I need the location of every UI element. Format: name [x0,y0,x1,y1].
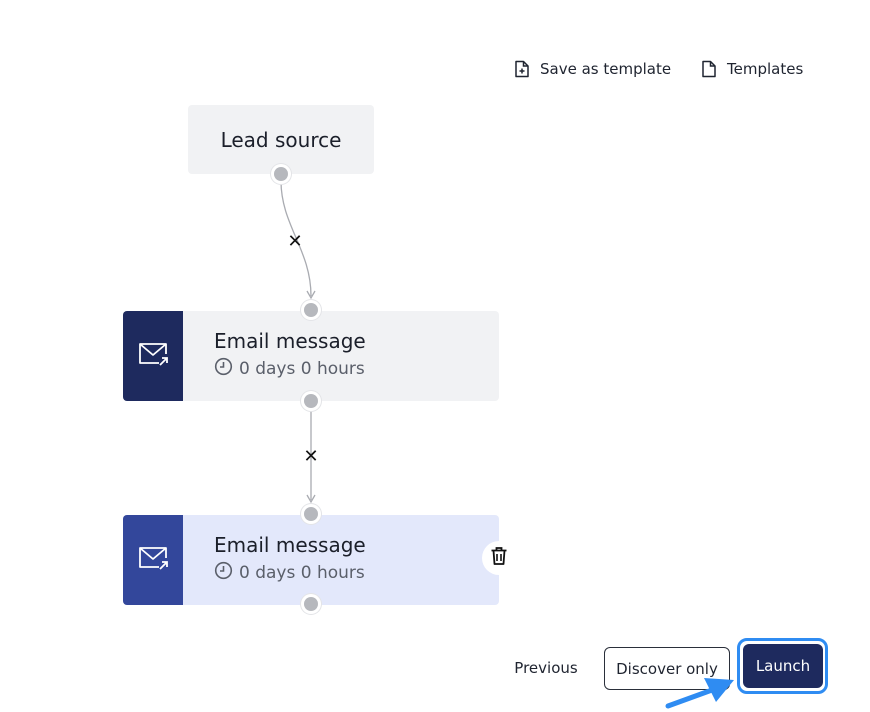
node-icon-panel [123,311,183,401]
trash-icon [490,546,508,570]
file-icon [701,60,717,78]
email-message-node[interactable]: Email message 0 days 0 hours [123,311,499,401]
templates-label: Templates [727,60,804,78]
save-as-template-button[interactable]: Save as template [514,58,671,80]
email-node-output-handle[interactable] [304,597,318,611]
remove-connection-icon[interactable]: ✕ [303,446,319,467]
email-node-title: Email message [214,329,366,353]
email-node-title: Email message [214,533,366,557]
launch-button[interactable]: Launch [743,644,823,688]
email-node-delay: 0 days 0 hours [239,563,365,583]
node-icon-panel [123,515,183,605]
delete-node-button[interactable] [482,541,516,575]
clock-icon [214,561,233,585]
lead-source-output-handle[interactable] [274,167,288,181]
launch-highlight [737,638,828,694]
templates-button[interactable]: Templates [701,58,803,80]
email-message-node-selected[interactable]: Email message 0 days 0 hours [123,515,499,605]
remove-connection-icon[interactable]: ✕ [287,231,303,252]
lead-source-node[interactable]: Lead source [188,105,374,174]
lead-source-title: Lead source [220,127,342,152]
email-node-output-handle[interactable] [304,394,318,408]
pointer-arrow-icon [665,678,734,709]
email-node-input-handle[interactable] [304,303,318,317]
file-plus-icon [514,60,530,78]
mail-send-icon [137,341,169,371]
email-node-input-handle[interactable] [304,507,318,521]
mail-send-icon [137,545,169,575]
email-node-delay: 0 days 0 hours [239,359,365,379]
clock-icon [214,357,233,381]
previous-button[interactable]: Previous [514,659,578,677]
save-as-template-label: Save as template [540,60,672,78]
